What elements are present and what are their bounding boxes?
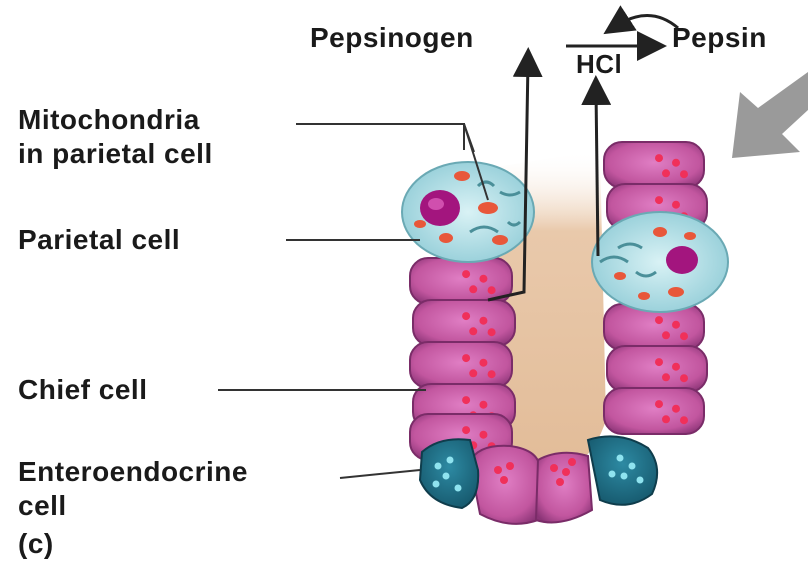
chief-cell-granule xyxy=(680,374,688,382)
chief-cell-granule xyxy=(479,431,487,439)
left-chief-cell xyxy=(410,342,512,388)
chief-cell-granule xyxy=(672,363,680,371)
parietal-cell-left xyxy=(402,162,534,262)
chief-cell-granule xyxy=(655,196,663,204)
chief-cell-granule xyxy=(488,286,496,294)
chief-cell-granule xyxy=(672,201,680,209)
chief-cell-granule xyxy=(479,317,487,325)
parietal-cell-label: Parietal cell xyxy=(18,224,180,256)
chief-cell-granule xyxy=(479,275,487,283)
parietal-cell-right xyxy=(592,212,728,312)
right-chief-cell xyxy=(607,346,707,392)
chief-cell-granule xyxy=(655,154,663,162)
chief-cell-granule xyxy=(479,359,487,367)
mitochondria-label-line2: in parietal cell xyxy=(18,138,213,170)
chief-cell-granule xyxy=(462,396,470,404)
chief-cell-granule xyxy=(662,169,670,177)
enteroendocrine-label-line2: cell xyxy=(18,490,67,522)
chief-cell-granule xyxy=(462,426,470,434)
chief-cell-label: Chief cell xyxy=(18,374,147,406)
chief-cell-granule xyxy=(469,369,477,377)
chief-cell-granule xyxy=(655,316,663,324)
chief-cell-granule xyxy=(479,401,487,409)
chief-cell-granule xyxy=(469,285,477,293)
big-direction-arrow xyxy=(732,72,808,158)
chief-cell-granule xyxy=(680,170,688,178)
chief-cell-granule xyxy=(662,373,670,381)
chief-cell-granule xyxy=(662,415,670,423)
enteroendocrine-label-line1: Enteroendocrine xyxy=(18,456,248,488)
chief-cell-granule xyxy=(488,370,496,378)
chief-cell-granule xyxy=(462,354,470,362)
chief-cell-granule xyxy=(469,327,477,335)
chief-cell-granule xyxy=(672,159,680,167)
chief-cell-granule xyxy=(680,416,688,424)
chief-cell-granule xyxy=(680,332,688,340)
chief-cell-granule xyxy=(672,321,680,329)
left-chief-wall xyxy=(410,258,515,460)
right-chief-cell xyxy=(604,388,704,434)
chief-cell-granule xyxy=(662,331,670,339)
chief-cell-granule xyxy=(488,328,496,336)
bottom-chief-cells xyxy=(470,446,592,524)
pepsin-label: Pepsin xyxy=(672,22,767,54)
chief-cell-granule xyxy=(672,405,680,413)
chief-cell-granule xyxy=(655,400,663,408)
panel-label: (c) xyxy=(18,528,54,560)
right-chief-cell xyxy=(604,142,704,188)
hcl-label: HCl xyxy=(576,48,622,80)
left-chief-cell xyxy=(413,300,515,346)
mitochondria-label-line1: Mitochondria xyxy=(18,104,200,136)
pepsinogen-label: Pepsinogen xyxy=(310,22,474,54)
chief-cell-granule xyxy=(462,312,470,320)
chief-cell-granule xyxy=(462,270,470,278)
chief-cell-granule xyxy=(655,358,663,366)
